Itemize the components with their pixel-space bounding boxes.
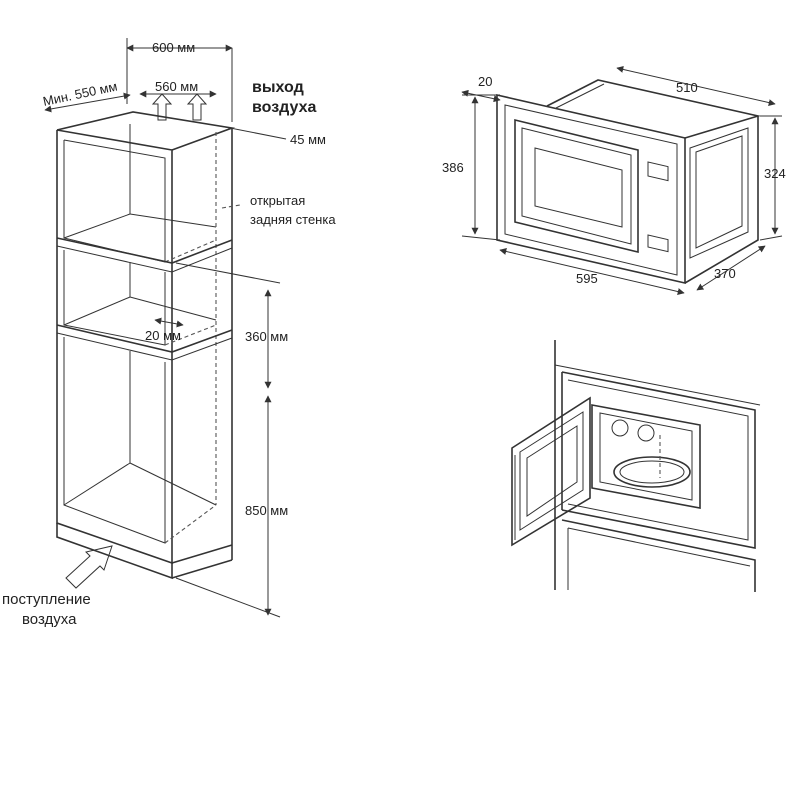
microwave-dimension-drawing [461, 65, 783, 295]
gap-20-label: 20 мм [145, 328, 181, 343]
height-850-label: 850 мм [245, 503, 288, 518]
cabinet-drawing [44, 38, 287, 618]
min-depth-label: Мин. 550 мм [42, 79, 119, 109]
height-360-label: 360 мм [245, 329, 288, 344]
top-width-dim-label: 510 [676, 80, 698, 95]
installed-microwave-illustration [511, 340, 761, 592]
side-height-dim-label: 324 [764, 166, 786, 181]
open-back-label-line2: задняя стенка [250, 212, 336, 227]
air-in-label-line2: воздуха [22, 611, 77, 628]
air-in-label-line1: поступление [2, 591, 91, 608]
front-width-dim-label: 595 [576, 271, 598, 286]
gap-45-label: 45 мм [290, 132, 326, 147]
body-depth-dim-label: 370 [714, 266, 736, 281]
width-600-label: 600 мм [152, 40, 195, 55]
open-back-label-line1: открытая [250, 193, 305, 208]
air-out-label-line1: выход [252, 79, 304, 96]
front-height-dim-label: 386 [442, 160, 464, 175]
front-depth-dim-label: 20 [478, 74, 492, 89]
air-out-label-line2: воздуха [252, 99, 316, 116]
width-560-label: 560 мм [155, 79, 198, 94]
